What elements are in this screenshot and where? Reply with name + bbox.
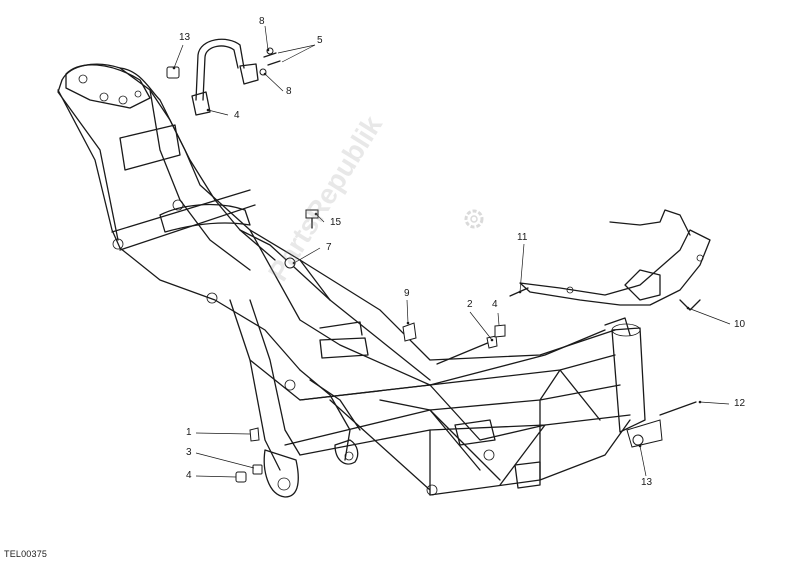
rear-carrier-plate xyxy=(65,64,151,109)
main-frame xyxy=(57,63,646,498)
callout-8-top: 8 xyxy=(259,16,265,27)
callout-4-right: 4 xyxy=(492,299,498,310)
callout-5: 4 xyxy=(234,110,240,121)
gear-icon xyxy=(464,209,484,229)
callout-9: 9 xyxy=(404,288,410,299)
callout-11: 11 xyxy=(517,232,528,243)
callout-6: 5 xyxy=(317,35,323,46)
headlight-bracket xyxy=(519,209,711,311)
callout-2: 2 xyxy=(467,299,473,310)
drawing-code: TEL00375 xyxy=(4,549,48,559)
callout-4-left: 4 xyxy=(186,470,192,481)
callout-1: 1 xyxy=(186,427,192,438)
callout-12: 12 xyxy=(734,398,746,409)
callout-8-bottom: 8 xyxy=(286,86,292,97)
grab-handle xyxy=(191,38,259,116)
callout-15: 15 xyxy=(330,217,342,228)
callout-14: 13 xyxy=(179,32,191,43)
callout-10: 10 xyxy=(734,319,746,330)
callout-3: 3 xyxy=(186,447,192,458)
callout-13: 13 xyxy=(641,477,653,488)
loose-parts xyxy=(166,47,697,483)
callout-7: 7 xyxy=(326,242,332,253)
leader-dots xyxy=(172,48,702,448)
leader-lines xyxy=(173,25,731,478)
